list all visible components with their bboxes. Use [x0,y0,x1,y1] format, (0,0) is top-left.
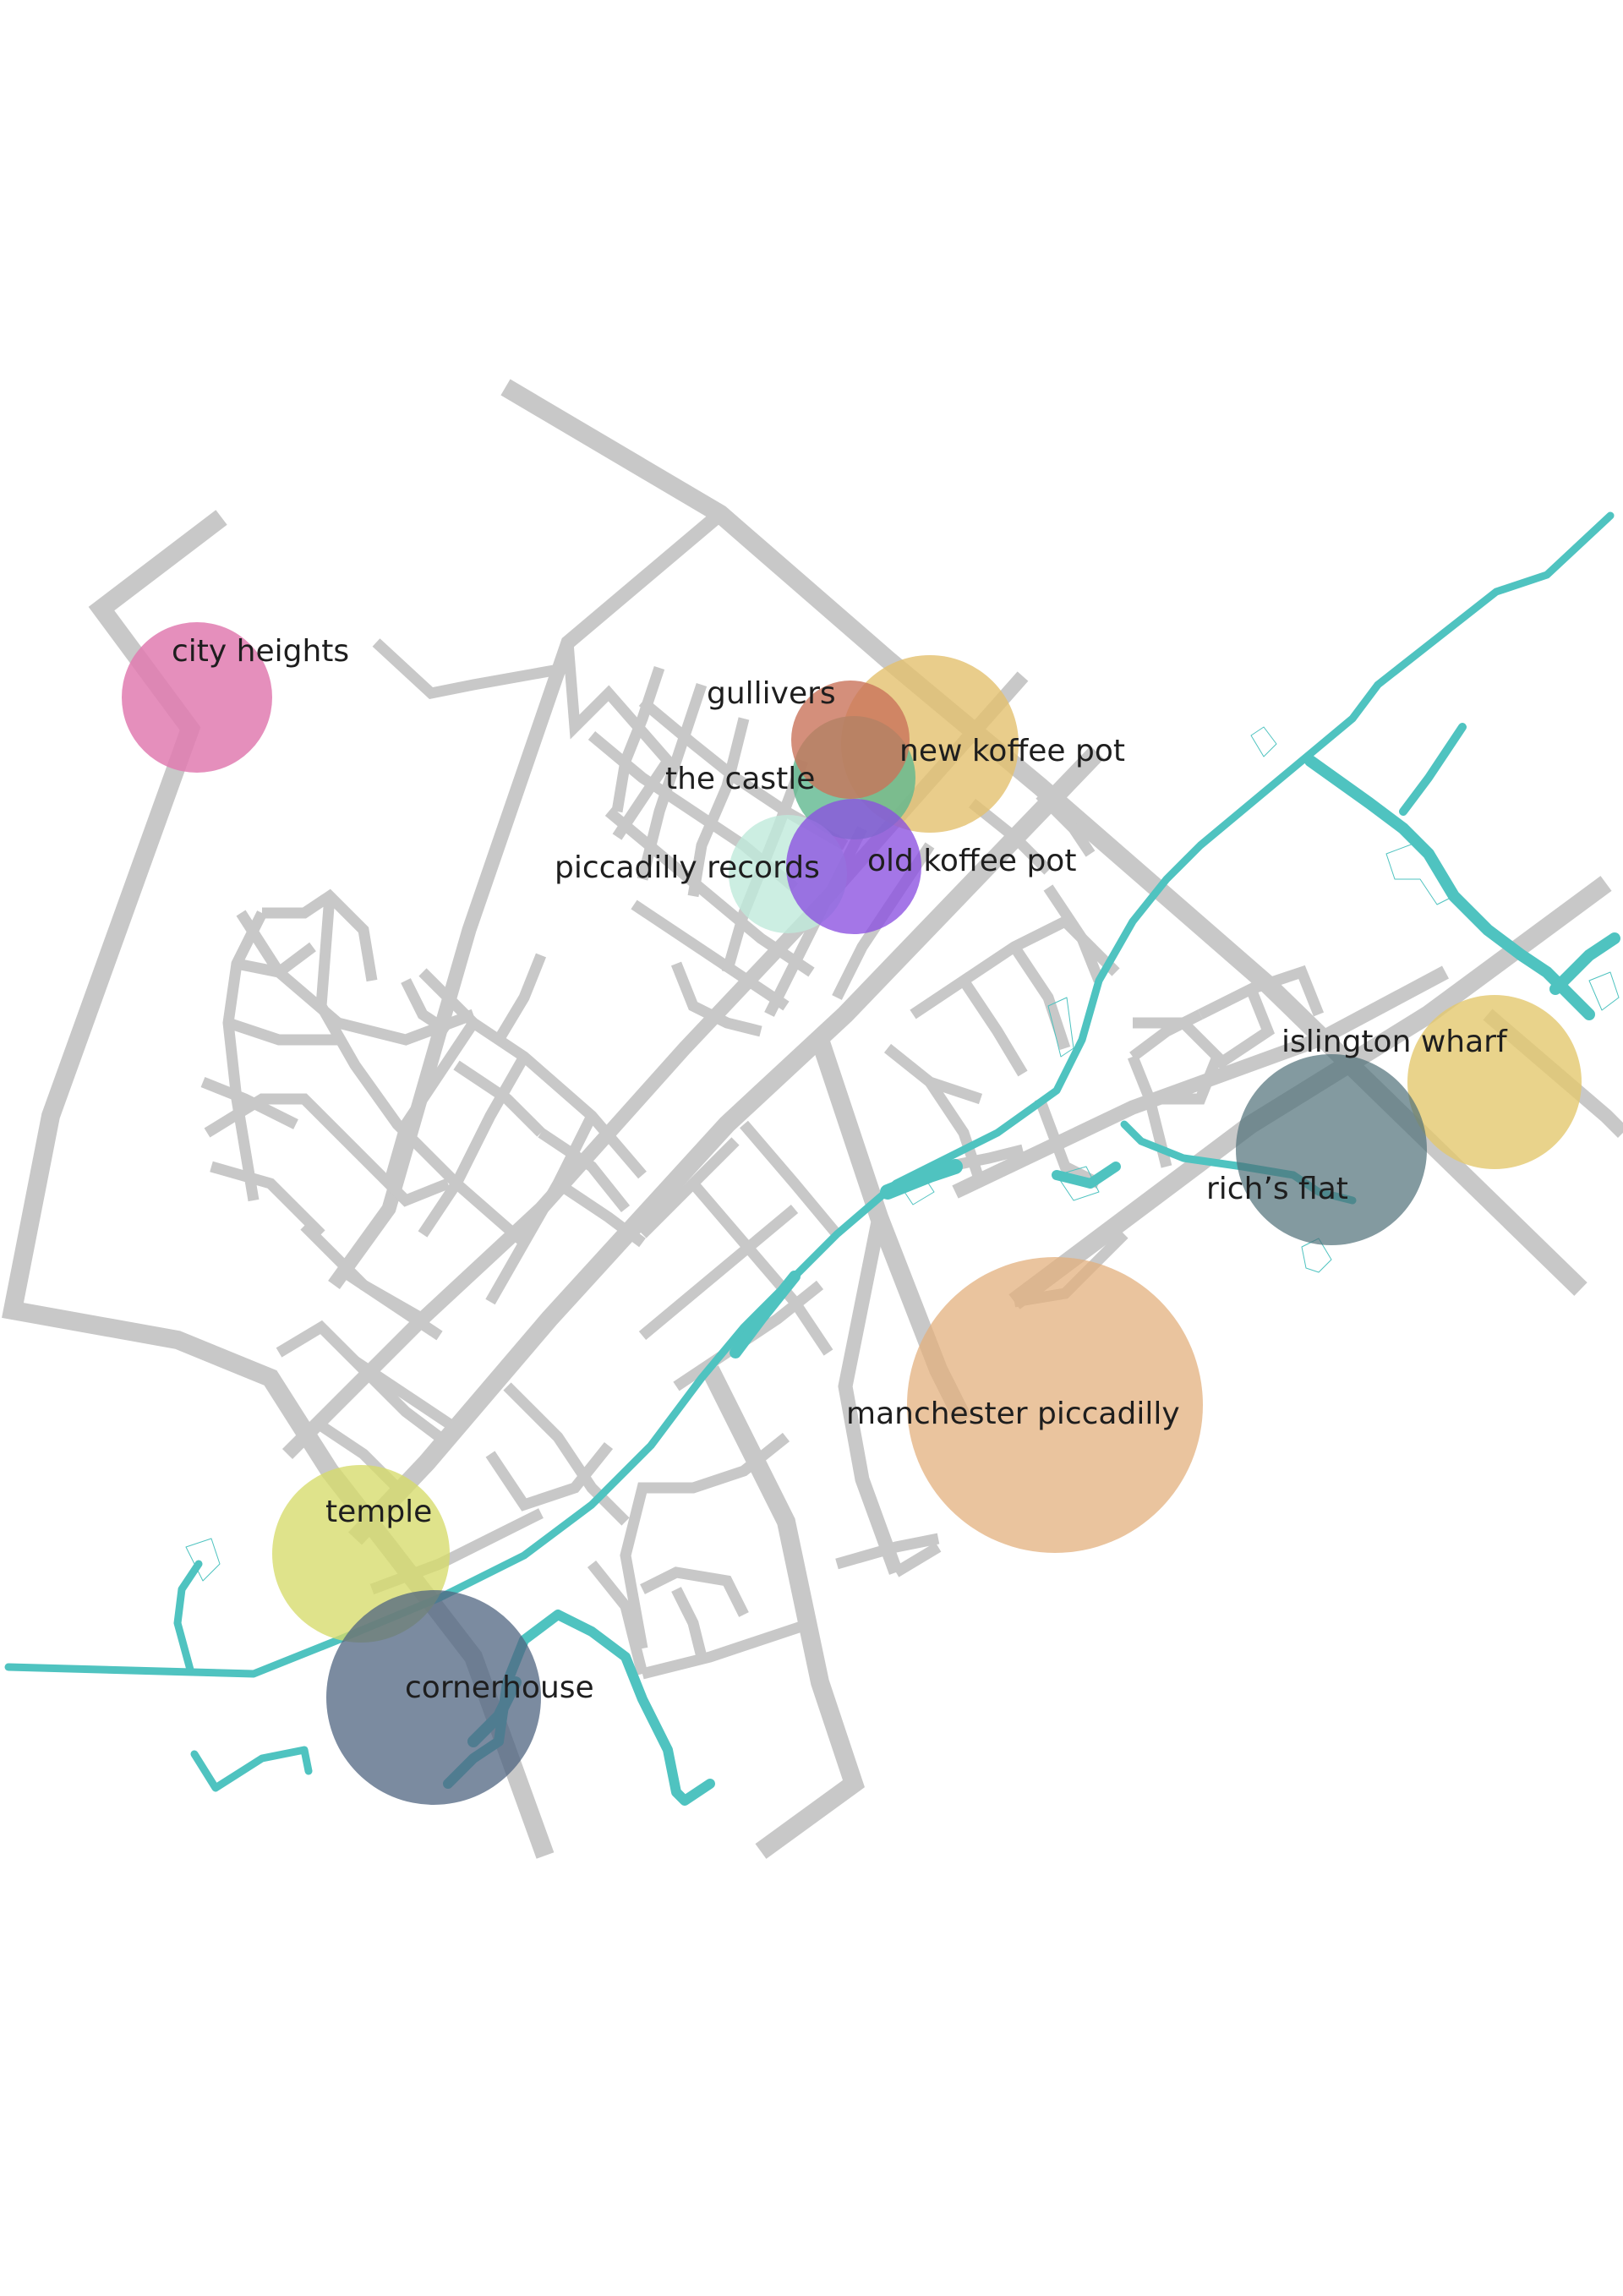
road [503,1382,630,1526]
the-castle-label: the castle [665,762,815,796]
water-body [1385,840,1455,905]
road [631,899,790,1011]
manchester-piccadilly-label: manchester piccadilly [846,1397,1180,1431]
islington-wharf-marker[interactable] [1407,995,1582,1169]
road [687,717,750,898]
road [236,910,476,1046]
road [383,1020,478,1185]
road [587,1560,648,1676]
road [620,1432,790,1650]
city-heights-marker[interactable] [122,622,272,773]
road [210,1161,325,1238]
road [372,638,570,700]
road [1129,1009,1203,1062]
canal [4,511,1615,1678]
road [1036,790,1096,857]
road [1009,943,1071,1051]
river [1549,932,1620,995]
place-markers [122,622,1582,1805]
road [494,953,547,1043]
road [740,1120,841,1238]
road [226,1017,338,1046]
water-body [1250,726,1277,757]
road [689,1179,833,1356]
road [638,1137,740,1238]
road [222,910,267,1202]
place-labels: city heights gullivers new koffee pot th… [172,634,1508,1705]
road [418,1053,529,1238]
gullivers-label: gullivers [707,676,836,711]
river [173,1560,203,1674]
piccadilly-records-label: piccadilly records [555,850,820,885]
gullivers-marker[interactable] [791,681,910,799]
cornerhouse-label: cornerhouse [405,1670,594,1705]
road [348,746,1104,1545]
road [670,961,762,1037]
road [328,508,725,1289]
river [190,1746,313,1792]
road [538,1128,631,1213]
canal [730,1271,801,1358]
road [638,1205,799,1340]
manchester-piccadilly-marker[interactable] [907,1257,1203,1553]
road [925,1079,986,1186]
road [952,965,1449,1199]
road [200,1076,298,1129]
road [453,1060,545,1137]
road [604,807,815,977]
road [352,1356,460,1434]
road [1198,981,1275,1070]
road [835,1533,940,1570]
road [611,665,665,813]
water-body [185,1538,221,1582]
water-body [1588,971,1620,1011]
new-koffee-pot-label: new koffee pot [899,734,1125,768]
water-body [1056,1166,1100,1201]
road [335,1263,443,1341]
cornerhouse-marker[interactable] [326,1590,541,1805]
road [1133,1017,1224,1105]
river [1052,1162,1121,1189]
road [418,968,647,1179]
road [640,1566,749,1617]
islington-wharf-label: islington wharf [1281,1025,1508,1059]
road [641,1617,814,1680]
road [315,895,528,1247]
water-body [1047,997,1074,1058]
temple-label: temple [325,1495,432,1529]
richs-flat-label: rich’s flat [1206,1172,1348,1206]
road [1249,965,1325,1017]
road [262,888,378,982]
road [671,1587,708,1659]
road [485,1441,614,1512]
road [893,1542,942,1577]
road [968,798,1052,875]
old-koffee-pot-label: old koffee pot [867,844,1076,878]
city-heights-label: city heights [172,634,349,669]
road [959,977,1028,1077]
canal [880,1159,963,1200]
old-koffee-pot-marker[interactable] [786,799,921,934]
water-body [904,1178,935,1205]
richs-flat-marker[interactable] [1236,1054,1427,1245]
road [235,942,316,978]
road [838,1216,903,1575]
road [555,1178,646,1248]
road [637,682,708,881]
road [702,1365,865,1859]
river [1399,723,1467,816]
road [485,1113,597,1305]
road [401,978,451,1036]
road [1043,884,1105,983]
